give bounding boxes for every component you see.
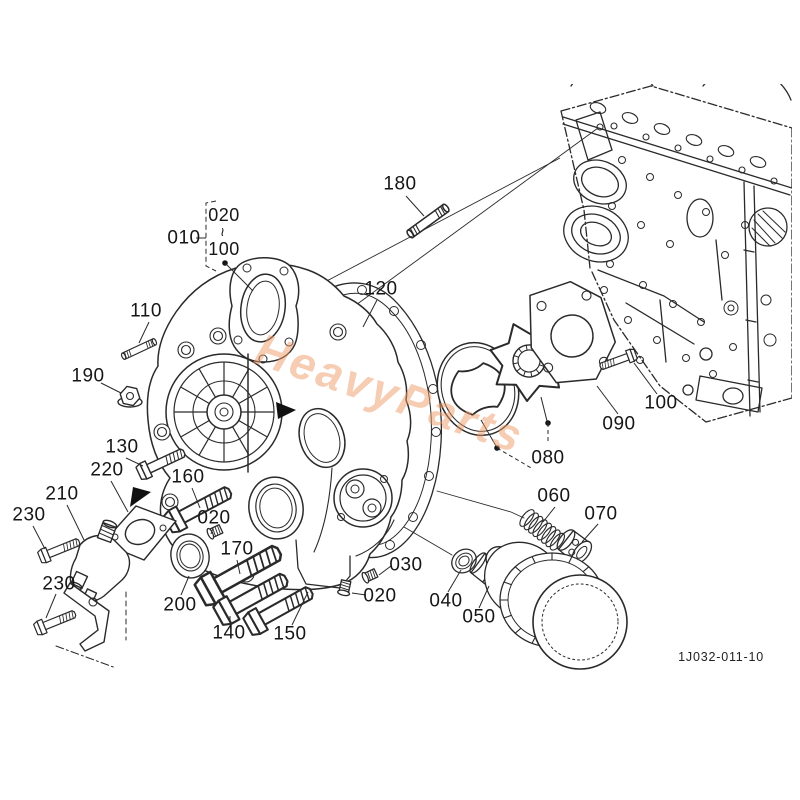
engine-block (560, 84, 792, 423)
callout-group-from-020: 020 (208, 205, 240, 225)
stud-110 (120, 337, 158, 361)
callout-060: 060 (537, 485, 571, 507)
group-range-tilde: ~ (213, 227, 230, 237)
relief-valve-and-filter (403, 490, 628, 670)
callout-140: 140 (212, 622, 246, 644)
callout-leader-lines (32, 195, 658, 626)
callout-130: 130 (105, 436, 139, 458)
callout-030: 030 (389, 554, 423, 576)
pump-port-boss (333, 468, 393, 528)
callout-110: 110 (130, 300, 162, 322)
callout-150: 150 (273, 623, 307, 645)
oil-joint-210 (69, 519, 131, 605)
crank-seal-bore (248, 476, 304, 540)
callout-090: 090 (602, 413, 636, 435)
assembly-direction-arrow-2 (130, 487, 151, 507)
callout-210: 210 (45, 483, 79, 505)
callout-070: 070 (584, 503, 618, 525)
callout-170: 170 (220, 538, 254, 560)
callout-050: 050 (462, 606, 496, 628)
callout-group-to-100: 100 (208, 239, 240, 259)
assembly-direction-arrow (276, 402, 296, 419)
callout-230b: 230 (42, 573, 76, 595)
stud-180 (405, 202, 451, 240)
left-small-parts (32, 202, 451, 669)
callout-120: 120 (364, 278, 398, 300)
callout-200: 200 (163, 594, 197, 616)
plug-030 (360, 567, 379, 585)
oil-seal-200 (170, 533, 210, 579)
callout-020b: 020 (197, 507, 231, 529)
drawing-number: 1J032-011-10 (678, 650, 764, 664)
callout-180: 180 (383, 173, 417, 195)
support-bracket (55, 582, 127, 669)
oil-filter-cartridge (483, 541, 628, 670)
flange-nut (117, 385, 143, 408)
water-pump-flange (228, 257, 300, 364)
callout-160: 160 (171, 466, 205, 488)
callout-230a: 230 (12, 504, 46, 526)
callout-020c: 020 (363, 585, 397, 607)
callout-220: 220 (90, 459, 124, 481)
callout-040: 040 (429, 590, 463, 612)
bolt-230b (32, 606, 79, 637)
callout-100b: 100 (644, 392, 678, 414)
callout-080: 080 (531, 447, 565, 469)
assembly-leader-lines (301, 123, 604, 325)
callout-group-010: 010 (167, 227, 201, 249)
relief-spring (519, 509, 565, 551)
callout-190: 190 (71, 365, 105, 387)
